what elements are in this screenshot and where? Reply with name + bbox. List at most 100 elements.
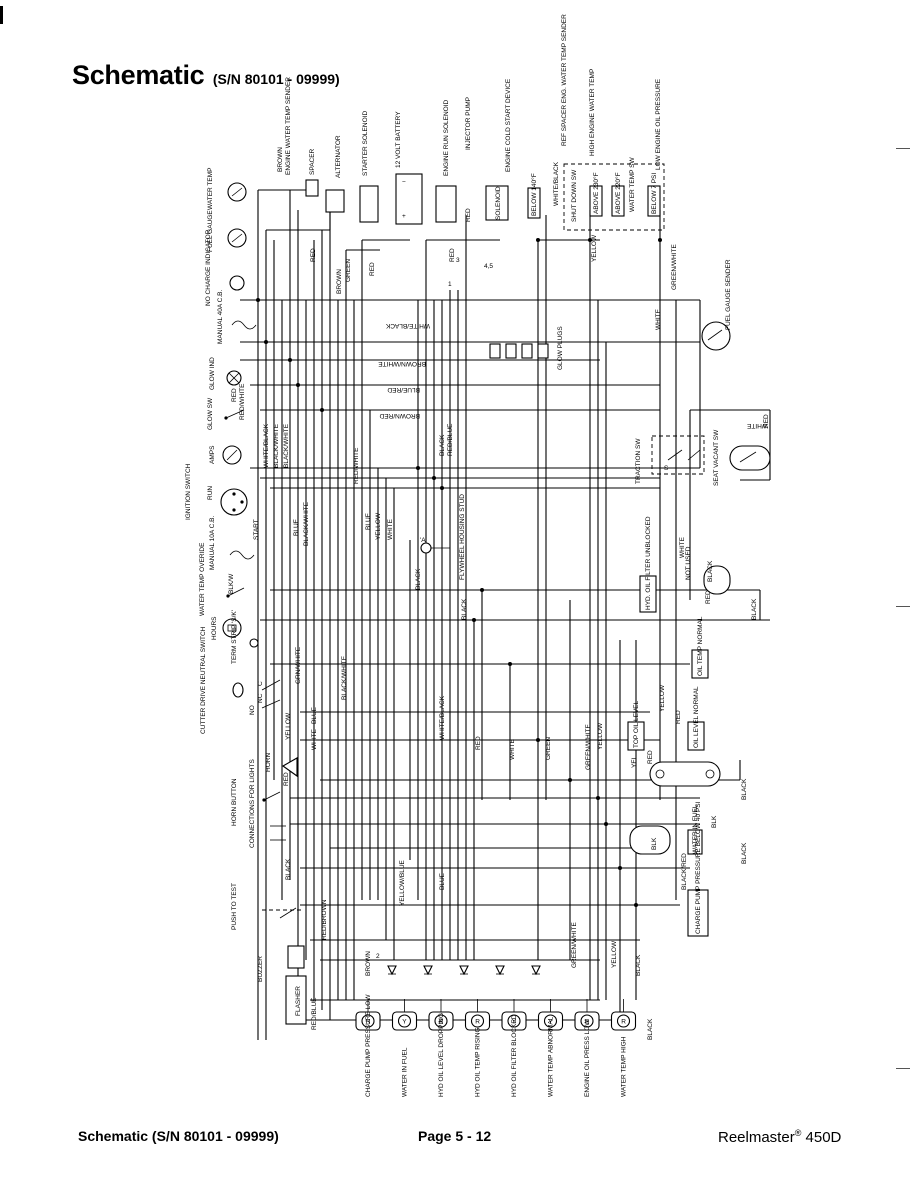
product-brand: Reelmaster bbox=[718, 1129, 795, 1146]
manual-10a-label: MANUAL 10A C.B. bbox=[209, 515, 216, 570]
lamp-bulb bbox=[543, 1014, 558, 1028]
lamp-color-letter: R bbox=[621, 1018, 626, 1025]
hours-label: HOURS bbox=[211, 616, 218, 640]
hyd-filter-label: HYD. OIL FILTER UNBLOCKED bbox=[645, 516, 652, 610]
lamp-color-letter: Y bbox=[548, 1018, 553, 1025]
battery-label: 12 VOLT BATTERY bbox=[395, 111, 402, 168]
lamp-label: ENGINE OIL PRESS LOW bbox=[584, 1019, 591, 1097]
wire-label-black-3: BLACK bbox=[461, 598, 468, 620]
alternator: ALTERNATOR bbox=[325, 135, 345, 213]
fuel-gauge-sender-label: FUEL GAUGE SENDER bbox=[725, 259, 732, 330]
wire-label-red-5: RED bbox=[465, 208, 472, 222]
wire-label-blue-3: BLUE bbox=[311, 706, 318, 724]
light-connections: CONNECTIONS FOR LIGHTS bbox=[249, 758, 286, 848]
wire-label-brown-white: BROWN/WHITE bbox=[378, 360, 426, 367]
lamp-bulb bbox=[507, 1014, 521, 1028]
above-high-label: ABOVE 230°F bbox=[592, 172, 600, 214]
below-cold-label: BELOW 140°F bbox=[530, 173, 538, 216]
battery-pos: + bbox=[402, 213, 406, 220]
wire-label-blue-red: BLUE/RED bbox=[387, 386, 420, 393]
wire-label-red-white: RED/WHITE bbox=[353, 447, 360, 484]
wire-label-red-3: RED bbox=[475, 736, 482, 750]
cold-start-device: SOLENOID BELOW 140°F ENGINE COLD START D… bbox=[485, 78, 541, 221]
wire-label-white-black-2: WHITE/BLACK bbox=[263, 423, 270, 468]
manual-40a-circuit-breaker: MANUAL 40A C.B. bbox=[217, 289, 257, 344]
wire-label-blk: BLK bbox=[711, 815, 718, 828]
oil-level-normal-label: OIL LEVEL NORMAL bbox=[693, 686, 700, 748]
horn-button-label: HORN BUTTON bbox=[231, 778, 238, 826]
wire-label-red-10: RED bbox=[647, 750, 654, 764]
water-temp-sw-label: WATER TEMP SW bbox=[629, 156, 636, 212]
shutdown-switch-box: REF SPACER ENG. WATER TEMP SENDER SHUT D… bbox=[561, 14, 665, 231]
wire-label-grn-white: GRN/WHITE bbox=[295, 646, 302, 684]
wire-label-red-1: RED bbox=[310, 248, 317, 262]
water-temp-sender-label: ENGINE WATER TEMP SENDER bbox=[285, 77, 292, 175]
lamp-label: WATER IN FUEL bbox=[402, 1047, 409, 1097]
lamp-color-letter: R bbox=[366, 1018, 371, 1025]
fuel-gauge-sender: FUEL GAUGE SENDER bbox=[701, 259, 732, 351]
glow-sw-label: GLOW SW bbox=[207, 397, 214, 430]
low-engine-oil-label: LOW ENGINE OIL PRESSURE bbox=[655, 78, 662, 170]
wire-label-red-2: RED bbox=[369, 262, 376, 276]
charge-pressure-switch: CHARGE PUMP PRESSURE BELOW 40 PSI bbox=[687, 801, 709, 937]
wire-label-white-black-3: WHITE/BLACK bbox=[439, 695, 446, 740]
edge-tick bbox=[896, 1068, 910, 1069]
high-engine-water-label: HIGH ENGINE WATER TEMP bbox=[589, 69, 596, 156]
lamp-bulb bbox=[580, 1014, 594, 1028]
wire-label-blue-4: BLUE bbox=[439, 872, 446, 890]
ref-45-label: 4,5 bbox=[484, 263, 493, 270]
wire-label-black-4: BLACK bbox=[707, 560, 714, 582]
wire-labels: BROWN RED GREEN RED BROWN WHITE/BLACK BR… bbox=[231, 147, 770, 1040]
glow-switch: GLOW SW bbox=[207, 397, 245, 430]
traction-s-label: S bbox=[664, 465, 669, 472]
wire-label-red-blue: RED/BLUE bbox=[447, 423, 454, 456]
diode-row: 2 bbox=[376, 953, 541, 976]
alternator-label: ALTERNATOR bbox=[335, 135, 342, 178]
wire-label-white-2: WHITE bbox=[509, 738, 516, 760]
ignition-start-label: START bbox=[253, 519, 260, 540]
water-temp-gauge: WATER TEMP bbox=[207, 168, 247, 210]
horn: HORN bbox=[265, 753, 298, 778]
lamp-bulb bbox=[470, 1014, 485, 1028]
wire-label-black-6: BLACK bbox=[741, 778, 748, 800]
buzzer: BUZZER bbox=[257, 945, 305, 982]
lamp-color-letter: Y bbox=[512, 1018, 517, 1025]
seat-vacant-label: SEAT VACANT SW bbox=[713, 429, 720, 486]
ref-spacer-label: REF SPACER ENG. WATER TEMP SENDER bbox=[561, 14, 568, 146]
water-temp-override-switch: WATER TEMP OVERIDE BLK/W bbox=[199, 542, 245, 616]
wire-label-yellow-6: YELLOW bbox=[611, 940, 618, 968]
product-model: 450D bbox=[805, 1129, 842, 1146]
flywheel-stud-label: FLYWHEEL HOUSING STUD bbox=[459, 494, 466, 580]
wire-label-red-brown: RED/BROWN bbox=[321, 899, 328, 940]
wire-label-green-white: GREEN/WHITE bbox=[585, 723, 592, 770]
wire-label-white-black: WHITE/BLACK bbox=[385, 322, 430, 329]
wire-label-black-white: BLACK/WHITE bbox=[273, 423, 280, 468]
wire-label-brown-3: BROWN bbox=[365, 951, 372, 976]
glow-plugs: GLOW PLUGS bbox=[489, 326, 564, 370]
cutter-c-label: C bbox=[257, 681, 264, 686]
traction-switch: TRACTION SW S bbox=[635, 435, 705, 484]
wire-label-blk-2: BLK bbox=[651, 837, 658, 850]
cutter-nc-label: NC bbox=[257, 693, 264, 703]
wire-label-green-2: GREEN bbox=[545, 737, 552, 760]
manual-10a-circuit-breaker: MANUAL 10A C.B. bbox=[209, 515, 255, 570]
lamp-bulb bbox=[397, 1014, 412, 1028]
oil-temp-switch: OIL TEMP NORMAL bbox=[691, 616, 709, 679]
injector-pump-label: INJECTOR PUMP bbox=[465, 97, 472, 150]
push-to-test-switch: PUSH TO TEST bbox=[231, 883, 304, 930]
glow-indicator: GLOW IND bbox=[209, 357, 242, 390]
registered-mark: ® bbox=[794, 1128, 802, 1138]
wire-label-black-white-3: BLACK/WHITE bbox=[303, 501, 310, 546]
lamp-color-letter: R bbox=[585, 1018, 590, 1025]
hyd-oil-filter-switch: HYD. OIL FILTER UNBLOCKED NOT USED bbox=[639, 516, 731, 613]
hour-meter: HOURS bbox=[211, 616, 242, 640]
wire-label-brown: BROWN bbox=[277, 147, 284, 172]
